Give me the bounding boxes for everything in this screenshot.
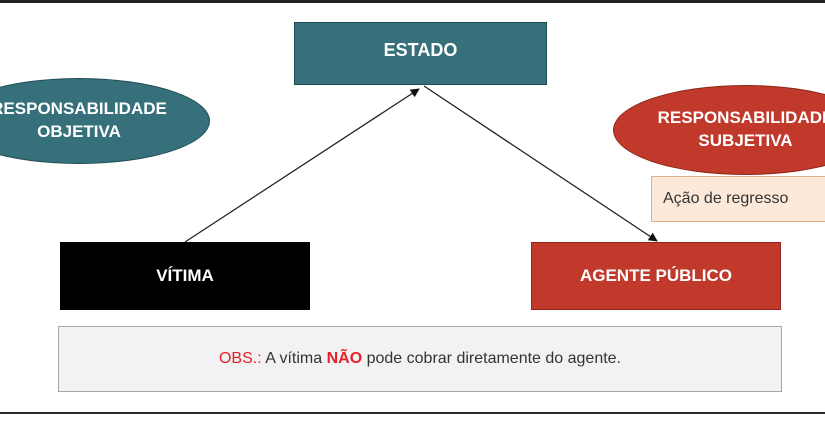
responsabilidade-subjetiva-ellipse: RESPONSABILIDADE SUBJETIVA (613, 85, 825, 175)
estado-box: ESTADO (294, 22, 547, 85)
obs-note-box: OBS.: A vítima NÃO pode cobrar diretamen… (58, 326, 782, 392)
obs-label: OBS.: (218, 350, 262, 367)
vitima-label: VÍTIMA (156, 266, 214, 285)
estado-label: ESTADO (383, 40, 458, 60)
obs-text-after: pode cobrar diretamente do agente. (362, 350, 621, 367)
acao-de-regresso-box: Ação de regresso (651, 176, 825, 222)
top-border (0, 0, 825, 3)
agente-publico-box: AGENTE PÚBLICO (531, 242, 781, 310)
arrow-vitima-to-estado (184, 88, 420, 243)
responsabilidade-objetiva-line1: RESPONSABILIDADE (0, 99, 167, 119)
vitima-box: VÍTIMA (60, 242, 310, 310)
agente-publico-label: AGENTE PÚBLICO (579, 266, 733, 285)
obs-text-before: A vítima (261, 350, 327, 367)
obs-emphasis: NÃO (326, 350, 363, 367)
responsabilidade-objetiva-ellipse: RESPONSABILIDADE OBJETIVA (0, 78, 210, 164)
responsabilidade-subjetiva-line1: RESPONSABILIDADE (657, 108, 825, 128)
responsabilidade-subjetiva-line2: SUBJETIVA (698, 131, 793, 150)
responsabilidade-objetiva-line2: OBJETIVA (37, 122, 121, 141)
acao-de-regresso-label: Ação de regresso (663, 190, 789, 207)
bottom-border (0, 412, 825, 414)
arrow-estado-to-agente (423, 85, 658, 242)
